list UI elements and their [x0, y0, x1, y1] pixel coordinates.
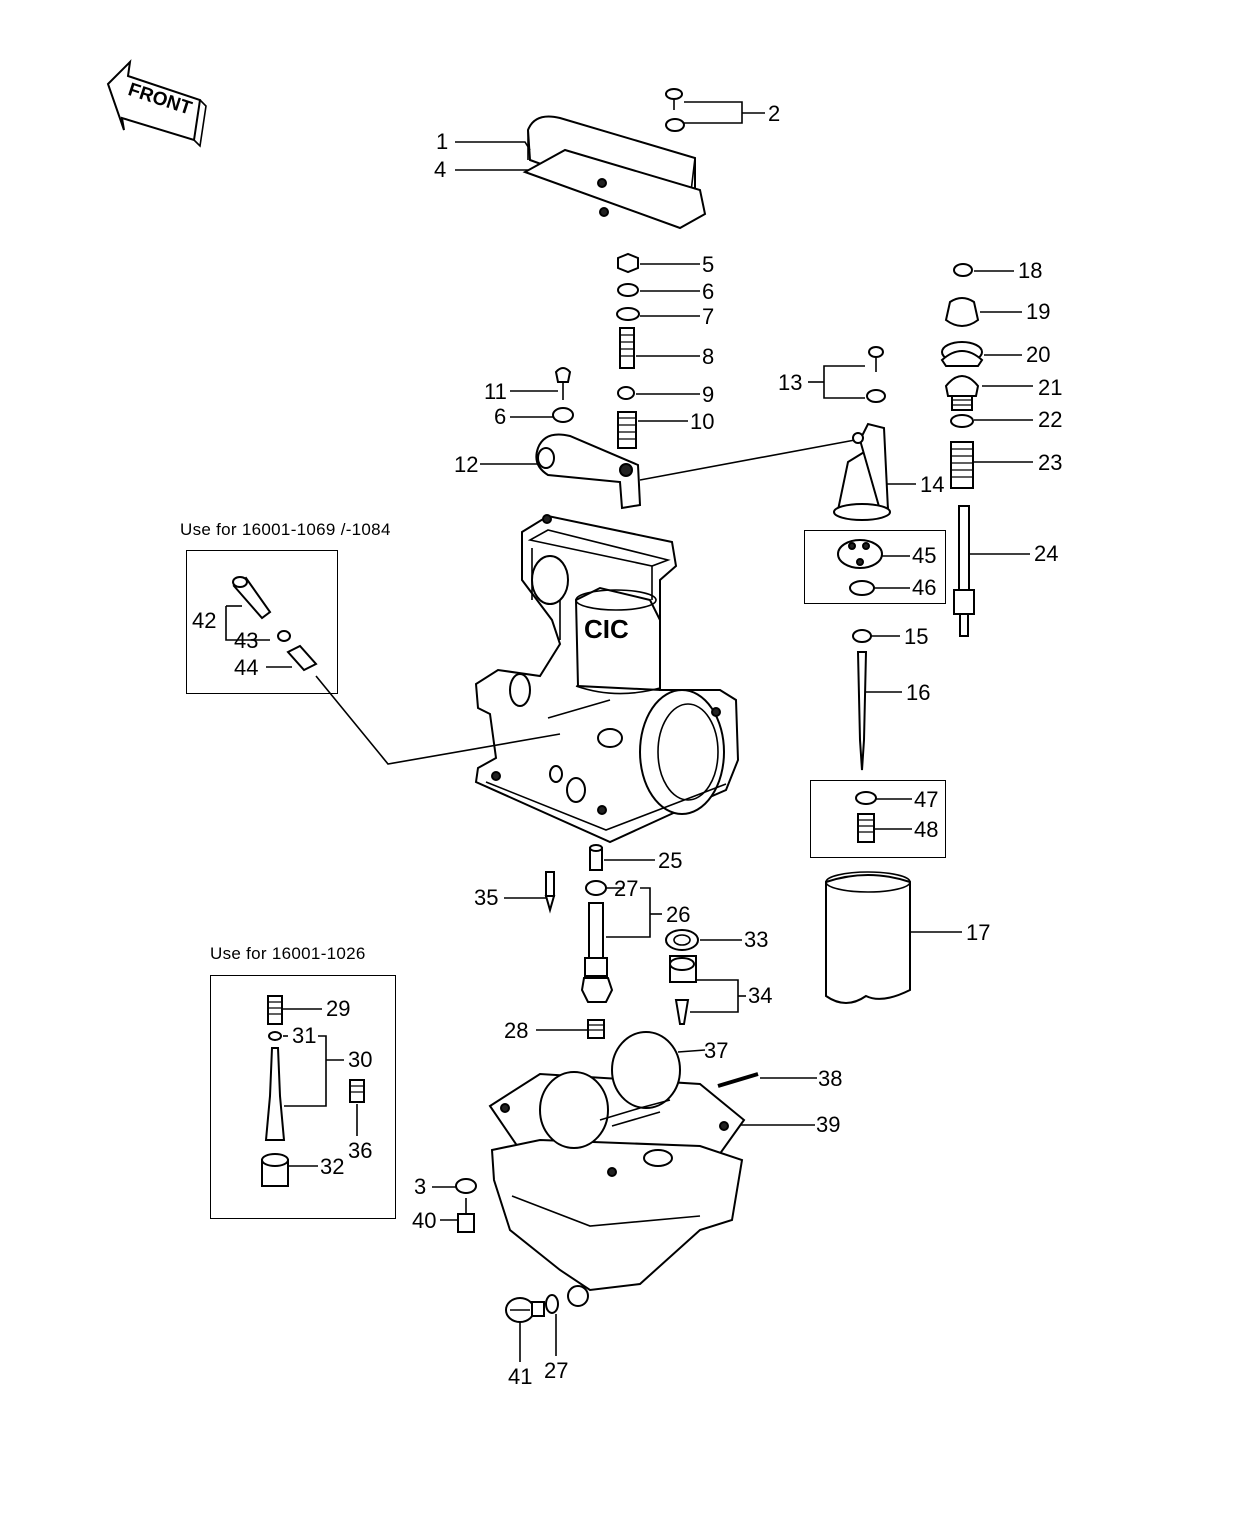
needle-retainer-kit — [837, 539, 883, 596]
callout-15: 15 — [904, 624, 929, 649]
body-marking: CIC — [584, 614, 629, 644]
callout-4: 4 — [434, 157, 447, 182]
callout-31: 31 — [292, 1023, 317, 1048]
callout-16: 16 — [906, 680, 931, 705]
front-arrow-icon: FRONT — [106, 59, 207, 148]
callout-43: 43 — [234, 628, 259, 653]
float-valve-kit-note: Use for 16001-1026 — [210, 944, 366, 963]
callout-6-lever: 6 — [494, 404, 507, 429]
callout-28: 28 — [504, 1018, 529, 1043]
callout-20: 20 — [1026, 342, 1051, 367]
callout-19: 19 — [1026, 299, 1051, 324]
lever-screw-part — [552, 367, 574, 423]
callout-18: 18 — [1018, 258, 1043, 283]
callout-26: 26 — [666, 902, 691, 927]
float-valve-kit-box — [210, 975, 396, 1219]
drain-plug-part — [505, 1294, 559, 1323]
callout-42: 42 — [192, 608, 217, 633]
needle-spring-kit — [855, 791, 877, 843]
callout-34: 34 — [748, 983, 773, 1008]
callout-13: 13 — [778, 370, 803, 395]
callout-1: 1 — [436, 129, 449, 154]
callout-8: 8 — [702, 344, 715, 369]
float-pin-part — [717, 1072, 759, 1088]
needle-valve-seat-part — [665, 929, 699, 1025]
callout-45: 45 — [912, 543, 937, 568]
callout-46: 46 — [912, 575, 937, 600]
callout-11: 11 — [484, 379, 507, 404]
top-cover-part — [522, 115, 707, 230]
callout-24: 24 — [1034, 541, 1059, 566]
callout-44: 44 — [234, 655, 259, 680]
callout-12: 12 — [454, 452, 479, 477]
callout-38: 38 — [818, 1066, 843, 1091]
callout-17: 17 — [966, 920, 991, 945]
callout-32: 32 — [320, 1154, 345, 1179]
callout-23: 23 — [1038, 450, 1063, 475]
pilot-screw-kit-parts — [232, 576, 318, 672]
choke-cap-part — [833, 346, 891, 521]
callout-21: 21 — [1038, 375, 1063, 400]
callout-47: 47 — [914, 787, 939, 812]
callout-48: 48 — [914, 817, 939, 842]
cover-screw-part — [665, 88, 685, 132]
callout-2: 2 — [768, 101, 781, 126]
pilot-screw-kit-note: Use for 16001-1069 /-1084 — [180, 520, 391, 539]
starter-plunger-stack — [940, 263, 984, 637]
callout-27-drain: 27 — [544, 1358, 569, 1383]
float-valve-kit-parts — [261, 995, 365, 1187]
callout-5: 5 — [702, 252, 715, 277]
throttle-valve-part — [825, 871, 911, 1004]
callout-36: 36 — [348, 1138, 373, 1163]
callout-37: 37 — [704, 1038, 729, 1063]
callout-22: 22 — [1038, 407, 1063, 432]
pilot-screw-kit-box — [186, 550, 338, 694]
callout-10: 10 — [690, 409, 715, 434]
callout-40: 40 — [412, 1208, 437, 1233]
throttle-stop-stack — [616, 252, 640, 449]
callout-41: 41 — [508, 1364, 533, 1389]
callout-35: 35 — [474, 885, 499, 910]
callout-39: 39 — [816, 1112, 841, 1137]
needle-retainer-kit-box — [804, 530, 946, 604]
jet-stack — [580, 844, 614, 1003]
throttle-lever-part — [535, 433, 642, 510]
carburetor-body-part: CIC — [474, 514, 740, 844]
main-jet-part — [587, 1019, 605, 1039]
callout-3: 3 — [414, 1174, 427, 1199]
callout-33: 33 — [744, 927, 769, 952]
callout-30: 30 — [348, 1047, 373, 1072]
callout-6: 6 — [702, 279, 715, 304]
callout-9: 9 — [702, 382, 715, 407]
callout-29: 29 — [326, 996, 351, 1021]
needle-spring-kit-box — [810, 780, 946, 858]
callout-7: 7 — [702, 304, 715, 329]
callout-25: 25 — [658, 848, 683, 873]
pilot-jet-part — [544, 871, 556, 914]
callout-27-jet: 27 — [614, 876, 639, 901]
callout-14: 14 — [920, 472, 945, 497]
bowl-screw-part — [455, 1178, 477, 1233]
jet-needle-part — [852, 629, 872, 771]
float-bowl-part — [488, 1031, 746, 1307]
